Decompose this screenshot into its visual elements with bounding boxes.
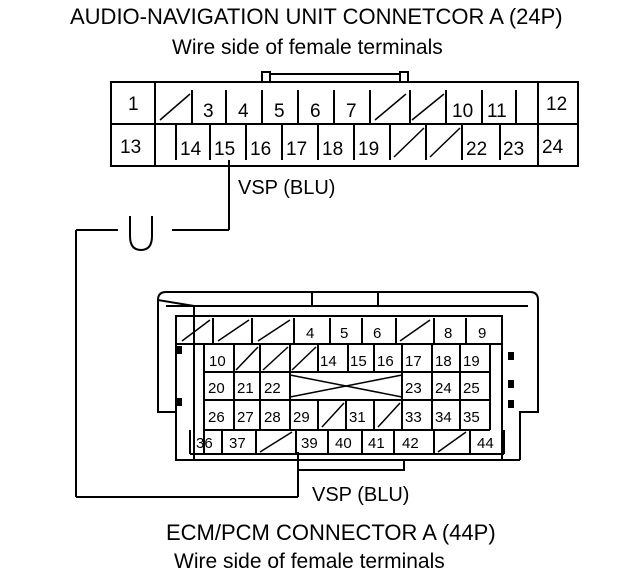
connector-a-outline <box>110 81 579 167</box>
pin-b-41: 41 <box>368 435 385 452</box>
pin-a-16: 16 <box>250 139 271 160</box>
pin-b-14: 14 <box>320 353 337 370</box>
pin-b-15: 15 <box>350 353 367 370</box>
pin-b-29: 29 <box>293 409 310 426</box>
pin-b-9: 9 <box>478 325 486 342</box>
connector-a-wire-label: VSP (BLU) <box>238 177 335 199</box>
pin-a-23: 23 <box>503 139 524 160</box>
connector-b-title: ECM/PCM CONNECTOR A (44P) <box>166 520 496 545</box>
pin-b-39: 39 <box>301 435 318 452</box>
pin-a-12: 12 <box>546 94 567 115</box>
pin-a-24: 24 <box>542 137 564 158</box>
pin-b-21: 21 <box>237 380 254 397</box>
connector-b-latch <box>311 291 379 306</box>
wire-break-symbol <box>129 216 153 252</box>
pin-a-18: 18 <box>322 139 343 160</box>
pin-a-7: 7 <box>346 101 357 122</box>
pin-a-17: 17 <box>286 139 307 160</box>
pin-a-22: 22 <box>466 139 487 160</box>
pin-b-33: 33 <box>405 409 422 426</box>
connector-a-latch <box>261 71 409 82</box>
pin-b-5: 5 <box>340 325 348 342</box>
connector-b <box>157 291 539 471</box>
pin-a-5: 5 <box>274 101 285 122</box>
pin-b-16: 16 <box>377 353 394 370</box>
connector-a-pins: 1 3 4 5 6 7 10 11 12 13 14 15 16 17 18 1… <box>120 94 567 160</box>
connector-a-subtitle: Wire side of female terminals <box>172 36 443 59</box>
pin-a-3: 3 <box>203 101 214 122</box>
connector-b-subtitle: Wire side of female terminals <box>174 550 445 573</box>
pin-b-34: 34 <box>435 409 452 426</box>
pin-b-17: 17 <box>405 353 422 370</box>
pin-a-11: 11 <box>487 101 507 122</box>
pin-b-25: 25 <box>463 380 480 397</box>
pin-b-20: 20 <box>208 380 225 397</box>
pin-b-23: 23 <box>405 380 422 397</box>
pin-b-8: 8 <box>444 325 452 342</box>
pin-b-19: 19 <box>463 353 480 370</box>
pin-b-28: 28 <box>264 409 281 426</box>
pin-b-36: 36 <box>196 435 213 452</box>
pin-b-10: 10 <box>209 353 226 370</box>
connector-b-wire-label: VSP (BLU) <box>312 484 409 506</box>
connector-b-cavity <box>175 315 503 461</box>
pin-b-35: 35 <box>463 409 480 426</box>
connector-b-bottom-tab <box>297 460 405 471</box>
connector-a <box>110 71 579 167</box>
pin-b-40: 40 <box>335 435 352 452</box>
connector-b-pins: 4 5 6 8 9 10 14 15 16 17 18 19 20 21 22 … <box>196 325 494 452</box>
vsp-wire <box>75 160 299 498</box>
pin-a-4: 4 <box>238 101 249 122</box>
pin-a-14: 14 <box>180 139 202 160</box>
pin-a-1: 1 <box>128 94 139 115</box>
pin-a-10: 10 <box>452 101 473 122</box>
pin-b-37: 37 <box>229 435 246 452</box>
pin-b-18: 18 <box>435 353 452 370</box>
pin-a-6: 6 <box>310 101 321 122</box>
pin-b-26: 26 <box>208 409 225 426</box>
pin-b-42: 42 <box>402 435 419 452</box>
pin-a-19: 19 <box>358 139 379 160</box>
pin-b-27: 27 <box>237 409 254 426</box>
pin-b-31: 31 <box>349 409 366 426</box>
pin-a-13: 13 <box>120 137 141 158</box>
connector-a-title: AUDIO-NAVIGATION UNIT CONNETCOR A (24P) <box>70 4 563 29</box>
pin-b-22: 22 <box>264 380 281 397</box>
pin-b-44: 44 <box>477 435 494 452</box>
pin-b-6: 6 <box>373 325 381 342</box>
pin-a-15: 15 <box>214 139 235 160</box>
pin-b-4: 4 <box>306 325 314 342</box>
pin-b-24: 24 <box>435 380 452 397</box>
